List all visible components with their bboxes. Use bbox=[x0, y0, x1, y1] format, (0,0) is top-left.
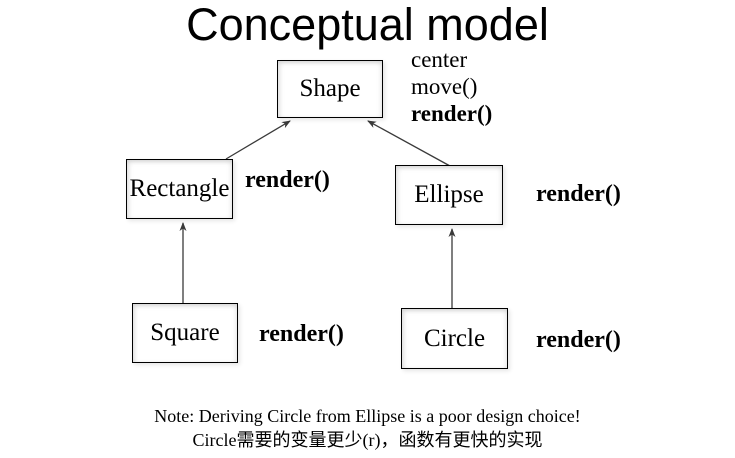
footnote-line-2: Circle需要的变量更少(r)，函数有更快的实现 bbox=[192, 430, 543, 450]
node-ellipse: Ellipse bbox=[395, 165, 503, 225]
shape-member-list: center move() render() bbox=[411, 46, 492, 127]
node-shape-label: Shape bbox=[299, 75, 361, 102]
square-render-label: render() bbox=[259, 321, 344, 347]
rectangle-render-label: render() bbox=[245, 167, 330, 193]
shape-member-center: center bbox=[411, 47, 468, 72]
footnote-line-1: Note: Deriving Circle from Ellipse is a … bbox=[154, 406, 581, 426]
shape-member-move: move() bbox=[411, 74, 478, 99]
arrow-ellipse-to-shape bbox=[367, 120, 451, 167]
node-rectangle-label: Rectangle bbox=[129, 175, 230, 202]
node-square: Square bbox=[132, 303, 238, 363]
footnote: Note: Deriving Circle from Ellipse is a … bbox=[0, 404, 735, 452]
node-square-label: Square bbox=[150, 319, 220, 346]
shape-member-render: render() bbox=[411, 101, 493, 126]
arrow-rectangle-to-shape bbox=[225, 120, 291, 160]
node-circle: Circle bbox=[401, 308, 508, 369]
node-circle-label: Circle bbox=[423, 324, 486, 352]
node-ellipse-label: Ellipse bbox=[414, 181, 484, 208]
node-rectangle: Rectangle bbox=[126, 159, 233, 219]
node-shape: Shape bbox=[277, 60, 383, 118]
ellipse-render-label: render() bbox=[536, 181, 621, 207]
circle-render-label: render() bbox=[536, 327, 621, 353]
page-title: Conceptual model bbox=[186, 0, 549, 50]
